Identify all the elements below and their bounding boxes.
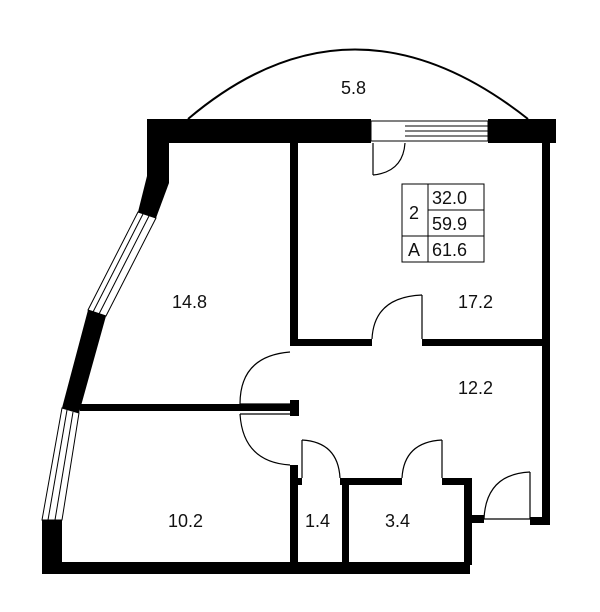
- wall-top-right: [488, 119, 556, 143]
- living-area: 32.0: [432, 188, 467, 208]
- wall-kitchen-top: [80, 404, 298, 411]
- area-room-left: 14.8: [172, 292, 207, 312]
- type-letter: A: [408, 240, 420, 260]
- wall-kitchen-right: [290, 465, 298, 565]
- wall-left-diag-2: [62, 310, 106, 413]
- wall-wc-bath-top: [340, 478, 402, 485]
- window-left-1: [87, 211, 157, 317]
- total-area: 59.9: [432, 214, 467, 234]
- wall-top-left: [147, 119, 371, 143]
- area-loggia: 5.8: [341, 78, 366, 98]
- wall-left-top: [147, 119, 169, 183]
- wall-wc-bath-divider: [342, 478, 349, 565]
- area-wc: 1.4: [305, 511, 330, 531]
- wall-left-diag-1: [138, 176, 169, 218]
- door-swing-left-room: [239, 351, 291, 405]
- door-swing-wc: [301, 439, 341, 479]
- door-swing-top: [372, 142, 406, 176]
- wall-right-room-bottom-left: [290, 339, 372, 346]
- wall-right: [542, 143, 550, 525]
- door-swing-kitchen: [239, 413, 291, 466]
- area-summary-table: 2 32.0 59.9 A 61.6: [401, 183, 485, 263]
- wall-bath-top-right: [442, 478, 470, 485]
- wall-kitchen-top-end: [290, 400, 299, 416]
- area-hall: 12.2: [458, 378, 493, 398]
- window-left-2: [41, 407, 80, 521]
- wall-partition-vertical: [290, 143, 298, 345]
- total-with-loggia: 61.6: [432, 240, 467, 260]
- area-kitchen: 10.2: [168, 511, 203, 531]
- area-bath: 3.4: [385, 511, 410, 531]
- loggia-arc: [187, 48, 529, 120]
- rooms-count: 2: [409, 203, 419, 223]
- door-swing-bath: [401, 439, 443, 479]
- wall-bottom: [42, 562, 470, 574]
- area-room-right: 17.2: [458, 292, 493, 312]
- wall-right-room-bottom-right: [422, 339, 550, 346]
- wall-right-bottom: [530, 517, 550, 525]
- wall-left-bottom: [42, 520, 62, 572]
- door-swing-entrance: [483, 471, 531, 520]
- wall-wc-top: [290, 478, 302, 485]
- door-swing-right-room: [371, 294, 423, 340]
- wall-bath-right-stub: [464, 515, 484, 523]
